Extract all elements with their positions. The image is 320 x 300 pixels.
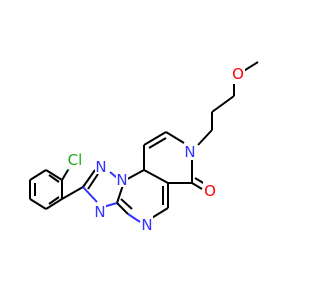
- atom-n-pyrimidine: N: [141, 216, 152, 234]
- methoxypropyl-chain: [197, 61, 259, 146]
- carbonyl-bond-a: [191, 182, 203, 190]
- chlorophenyl-ring: [29, 169, 63, 210]
- atom-o-carbonyl: O: [204, 182, 216, 200]
- ccl-bond: [61, 169, 69, 181]
- atom-o-ether: O: [232, 65, 244, 83]
- atom-cl: Cl: [68, 151, 83, 169]
- atom-n-pyridine: N: [184, 143, 195, 161]
- phenyl-triazole-bond: [61, 186, 84, 200]
- atom-n-triazole-1: N: [95, 158, 106, 176]
- atom-n-triazole-3: N: [94, 203, 105, 221]
- molecule-structure: Cl N N N N N O O: [29, 61, 259, 234]
- atom-n-triazole-2: N: [116, 171, 127, 189]
- atom-labels: Cl N N N N N O O: [64, 65, 245, 234]
- pyrimidine-ring: [116, 169, 169, 223]
- pyridinone-ring: [143, 131, 193, 184]
